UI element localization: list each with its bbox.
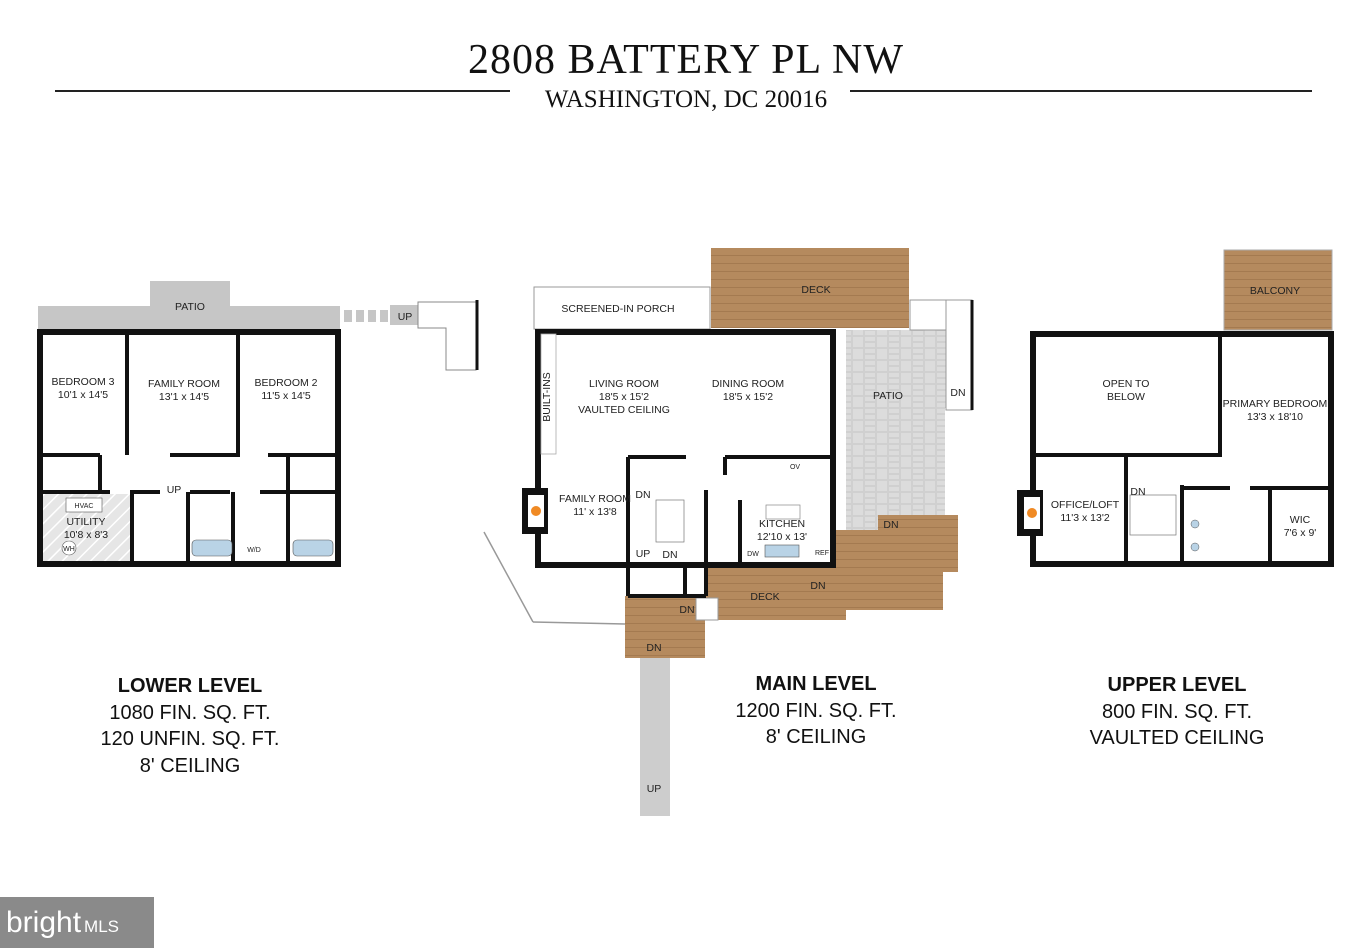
room-label: KITCHEN <box>759 518 805 530</box>
room-label: UP <box>647 783 662 795</box>
room-label: REF <box>815 550 829 557</box>
level-detail: 8' CEILING <box>765 726 867 748</box>
room-label: VAULTED CEILING <box>578 404 670 416</box>
lower-level-plan <box>37 281 479 567</box>
upper-level-plan <box>1017 249 1334 567</box>
room-label: DECK <box>801 284 830 296</box>
main-patio <box>836 330 946 530</box>
room-label: FAMILY ROOM <box>148 378 220 390</box>
room-label: UP <box>167 484 182 496</box>
walkway <box>640 658 670 816</box>
level-detail: 800 FIN. SQ. FT. <box>1101 700 1253 723</box>
room-label: 13'1 x 14'5 <box>159 391 209 403</box>
room-label: DW <box>747 551 759 558</box>
room-label: UTILITY <box>66 516 105 528</box>
room-label: OPEN TO <box>1103 378 1150 390</box>
title-rule-right <box>850 90 1312 92</box>
room-label: PRIMARY BEDROOM <box>1223 398 1328 410</box>
room-label: OV <box>790 464 800 471</box>
room-label: BALCONY <box>1250 285 1300 297</box>
room-label: PATIO <box>175 301 205 313</box>
logo-suffix: MLS <box>84 917 120 936</box>
room-label: 18'5 x 15'2 <box>723 391 773 403</box>
room-label: DN <box>662 549 677 561</box>
room-label: LIVING ROOM <box>589 378 659 390</box>
room-label: WH <box>63 546 75 553</box>
lower-patio <box>38 281 340 330</box>
room-label: 11' x 13'8 <box>573 506 617 518</box>
upper-level-caption: UPPER LEVEL 800 FIN. SQ. FT. VAULTED CEI… <box>1027 672 1327 752</box>
fireplace-fire-icon <box>531 506 541 516</box>
main-level-plan <box>483 248 974 816</box>
main-deck-right <box>836 515 958 610</box>
title-rule-left <box>55 90 510 92</box>
balcony <box>1223 249 1333 331</box>
room-label: BEDROOM 3 <box>51 376 114 388</box>
room-label: DN <box>950 387 965 399</box>
room-label: 10'8 x 8'3 <box>64 529 108 541</box>
room-label: DN <box>646 642 661 654</box>
room-label: DECK <box>750 591 779 603</box>
level-detail: 120 UNFIN. SQ. FT. <box>100 728 280 750</box>
room-label: 10'1 x 14'5 <box>58 389 108 401</box>
room-label: HVAC <box>75 503 94 510</box>
upper-interior-walls <box>1033 334 1331 564</box>
level-name: UPPER LEVEL <box>1107 674 1247 696</box>
logo-brand: bright <box>6 906 82 939</box>
main-deck-bottom <box>706 566 846 620</box>
main-interior-walls <box>626 455 830 598</box>
level-detail: VAULTED CEILING <box>1089 727 1265 749</box>
lower-interior-walls <box>40 332 338 564</box>
level-detail: 1200 FIN. SQ. FT. <box>735 699 897 722</box>
entry-deck <box>625 596 705 658</box>
room-label: BUILT-INS <box>541 372 553 421</box>
room-label: UP <box>636 548 651 560</box>
room-label: BELOW <box>1107 391 1145 403</box>
room-label: SCREENED-IN PORCH <box>561 303 674 315</box>
room-label: W/D <box>247 547 261 554</box>
room-label: BEDROOM 2 <box>254 377 317 389</box>
page-subtitle: WASHINGTON, DC 20016 <box>544 86 828 113</box>
room-label: DN <box>635 489 650 501</box>
level-detail: 1080 FIN. SQ. FT. <box>109 701 271 724</box>
main-level-caption: MAIN LEVEL 1200 FIN. SQ. FT. 8' CEILING <box>666 671 966 751</box>
fireplace-fire-icon <box>1027 508 1037 518</box>
level-name: MAIN LEVEL <box>755 673 877 695</box>
room-label: PATIO <box>873 390 903 402</box>
room-label: DN <box>810 580 825 592</box>
level-name: LOWER LEVEL <box>117 675 263 697</box>
room-label: 7'6 x 9' <box>1284 527 1317 539</box>
room-label: 12'10 x 13' <box>757 531 807 543</box>
main-deck-top <box>711 248 909 328</box>
room-label: FAMILY ROOM <box>559 493 631 505</box>
screened-porch <box>533 286 711 330</box>
room-label: DINING ROOM <box>712 378 784 390</box>
page-title: 2808 BATTERY PL NW <box>467 37 905 83</box>
room-label: DN <box>679 604 694 616</box>
room-label: WIC <box>1290 514 1311 526</box>
level-detail: 8' CEILING <box>139 754 241 777</box>
room-label: 18'5 x 15'2 <box>599 391 649 403</box>
lower-exterior-stair <box>344 300 479 371</box>
room-label: 13'3 x 18'10 <box>1247 411 1303 423</box>
room-label: 11'5 x 14'5 <box>261 390 311 402</box>
room-label: DN <box>1130 486 1145 498</box>
room-label: OFFICE/LOFT <box>1051 499 1120 511</box>
room-label: UP <box>398 311 413 323</box>
room-label: DN <box>883 519 898 531</box>
room-label: 11'3 x 13'2 <box>1060 512 1110 524</box>
lower-level-caption: LOWER LEVEL 1080 FIN. SQ. FT. 120 UNFIN.… <box>40 673 340 779</box>
